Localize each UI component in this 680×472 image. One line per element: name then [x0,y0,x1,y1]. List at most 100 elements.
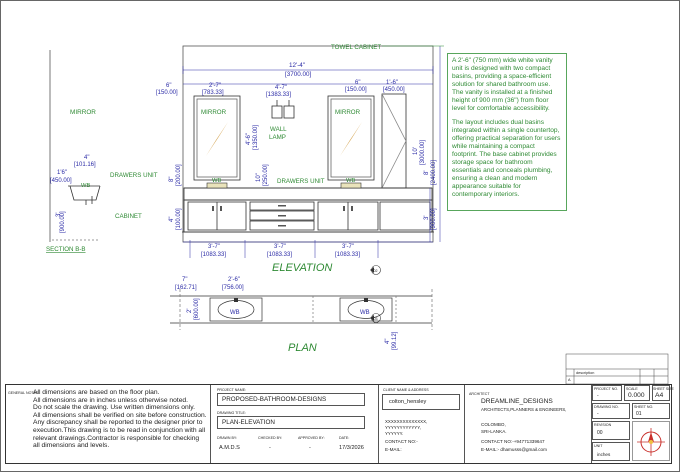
dim-lamp-w: 4'-7" [275,85,287,91]
approved-by: - [309,445,311,451]
dimension-lines [182,46,441,258]
checked-by: - [269,445,271,451]
dim-bot-3-mm: [1083.33] [335,252,360,258]
revision-box [592,421,630,440]
cabinet-handles [212,205,353,227]
dim-6-right-mm: [150.00] [345,87,367,93]
firm-name: DREAMLINE_DESIGNS [481,398,553,405]
sheet-no-label: SHEET NO. [634,405,654,409]
revision-row-no: A [568,378,571,382]
plan-taps [234,298,368,302]
section-marker-02[interactable]: 02 [370,265,381,275]
firm-email: E-MAIL:- dhamusss@gmail.com [481,447,547,452]
dim-mirror-h: 4'-6" [246,133,252,145]
architect-cell: ARCHITECT DREAMLINE_DESIGNS ARCHITECTS,P… [465,385,592,463]
wb-plan-label-2: WB [360,310,370,316]
dim-plan-4-mm: [99.12] [392,331,398,350]
dim-lamp-w-mm: [1383.33] [266,92,291,98]
checked-by-label: CHECKED BY: [258,436,283,440]
project-cell: PROJECT NAME: PROPOSED-BATHROOM-DESIGNS … [211,385,379,463]
scale-box [624,385,650,401]
dim-bot-2-mm: [1083.33] [267,252,292,258]
drawers-unit-left-label: DRAWERS UNIT [110,172,158,179]
date-label: DATE: [339,436,350,440]
dim-sec-3: 3' [56,213,62,217]
unit-label: UNIT [594,444,603,448]
drawing-no-label: DRAWING NO. [594,405,619,409]
dim-base-4: 4" [169,217,175,222]
dim-lamp-10-mm: [250.00] [263,164,269,186]
description-paragraph-2: The layout includes dual basins integrat… [452,119,561,198]
basin-elev [206,182,362,189]
mirror-callout-label: MIRROR [70,109,96,116]
sheet-size: A4 [655,392,664,399]
dim-sec-4: 4" [84,155,89,161]
dim-right-3-mm: [900.00] [431,208,437,230]
plan-title: PLAN [288,342,317,354]
cabinet-label: CABINET [115,213,142,220]
scale: 0.000 [628,392,645,399]
architect-label: ARCHITECT [469,392,490,396]
client-name: colton_hensley [389,399,427,405]
dim-sec-15-mm: [450.00] [50,178,72,184]
unit: inches [597,452,611,457]
general-notes-label: GENERAL NOTES [8,391,39,395]
dim-6-left-mm: [150.00] [156,90,178,96]
dim-plan-2-mm: [600.00] [194,298,200,320]
wb-elev-label-2: WB [346,178,355,184]
revision: 00 [597,430,603,436]
revision-table [565,353,669,385]
north-arrow-icon [632,421,670,461]
drawing-no-box [592,403,630,419]
approved-by-label: APPROVED BY: [298,436,325,440]
dim-plan-26-mm: [756.00] [222,285,244,291]
project-no: - [597,393,599,399]
project-no-label: PROJECT NO. [594,387,619,391]
client-cell: CLIENT NAME & ADDRESS colton_hensley XXX… [379,385,465,463]
mirror-label-1: MIRROR [201,109,227,116]
dim-plan-26: 2'-6" [228,277,240,283]
plan-view [170,289,433,330]
dim-towel-w: 1'-6" [386,80,398,86]
dim-cab-h: 8' [424,171,430,175]
firm-country: SRI-LANKA. [481,429,507,434]
dim-sec-3-mm: [900.00] [60,211,66,233]
drawing-title-label: DRAWING TITLE: [217,411,246,415]
dim-plan-7: 7" [182,277,187,283]
dim-ped-8: 8" [169,177,175,182]
dim-overall-mm: [3700.00] [285,71,312,78]
client-email: E-MAIL: [385,447,402,452]
sheet-size-box [652,385,670,401]
towel-cabinet-label: TOWEL CABINET [331,44,381,51]
sheet-no: 01 [636,411,642,417]
section-marker-02-label: 02 [374,269,378,273]
revision-label: REVISION [594,423,612,427]
drawing-no: - [597,411,599,417]
dim-plan-2: 2' [187,309,193,313]
dim-plan-7-mm: [162.71] [175,285,197,291]
dim-right-3: 3' [424,216,430,220]
date: 17/3/2026 [339,445,364,451]
sheet-no-box [632,403,670,419]
project-name-label: PROJECT NAME: [217,388,247,392]
client-address: XXXXXXXXXXXXXX, YYYYYYYYYYYY, YYYYYY. [385,419,428,436]
dim-6-right: 6" [355,80,360,86]
dim-plan-4: 4" [385,339,391,344]
dim-base-4-mm: [100.00] [176,208,182,230]
client-name-box [382,394,460,410]
description-paragraph-1: A 2'-6" (750 mm) wide white vanity unit … [452,57,553,112]
drawn-by-label: DRAWN BY: [217,436,238,440]
firm-contact: CONTACT NO:-+94771339647 [481,439,545,444]
dim-overall: 12'-4" [289,62,305,69]
project-name-box [217,393,365,406]
scale-label: SCALE [626,387,638,391]
dim-sec-4-mm: [101.16] [74,162,96,168]
dim-ped-8-mm: [200.00] [176,164,182,186]
client-label: CLIENT NAME & ADDRESS [383,388,429,392]
unit-box [592,442,630,461]
general-notes-cell: GENERAL NOTES All dimensions are based o… [6,385,211,463]
section-b-b [49,50,101,242]
firm-city: COLOMBO, [481,422,506,427]
dim-bot-1: 3'-7" [208,244,220,250]
